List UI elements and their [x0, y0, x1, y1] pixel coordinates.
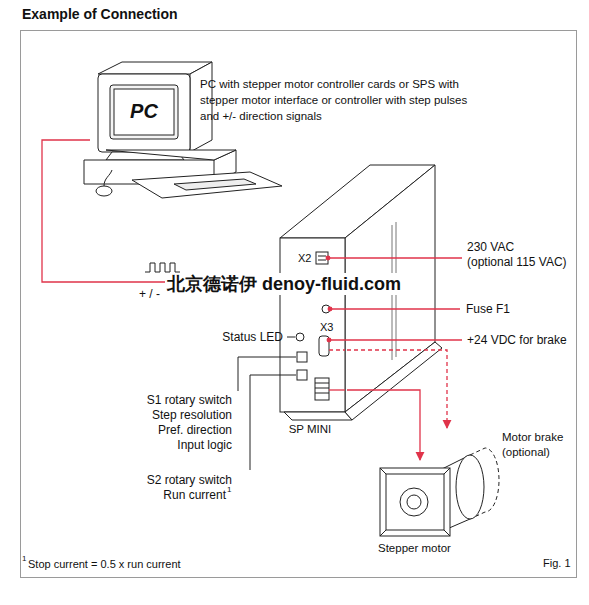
signal-wire — [347, 350, 447, 428]
signal-wire — [347, 390, 420, 460]
device-node: SP MINI — [275, 236, 347, 439]
motor-illustration — [380, 448, 499, 536]
switch-label: S2 rotary switch — [147, 473, 232, 488]
brake-label: Motor brake (optional) — [502, 430, 576, 460]
connector-label: X3 — [320, 320, 333, 335]
switch-label: Pref. direction — [158, 423, 232, 438]
signal-wire — [42, 140, 275, 282]
pulse-symbol — [145, 263, 180, 272]
fuse-label: Fuse F1 — [466, 302, 510, 317]
figure-title: Example of Connection — [22, 5, 178, 23]
switch-label: Step resolution — [152, 408, 232, 423]
switch-label: S1 rotary switch — [147, 393, 232, 408]
leader-line — [238, 337, 296, 470]
connector-label: X2 — [298, 251, 311, 266]
supply-label: 230 VAC — [467, 240, 514, 255]
motor-node: Stepper motor — [372, 460, 492, 558]
supply-label: (optional 115 VAC) — [467, 255, 567, 270]
brake-node: Motor brake (optional) — [440, 428, 578, 468]
screen-label: PC — [114, 100, 174, 122]
device-name: SP MINI — [275, 422, 345, 437]
status-label: Status LED — [222, 330, 283, 345]
pc-node: PC PC with stepper motor controller cards… — [90, 62, 487, 200]
footnote-text: Stop current = 0.5 x run current — [28, 557, 181, 572]
motor-label: Stepper motor — [378, 541, 478, 556]
footnote-mark: 1 — [227, 485, 231, 495]
figure-caption: Fig. 1 — [543, 556, 571, 571]
switch-label: Input logic — [177, 438, 232, 453]
brake-supply-label: +24 VDC for brake — [467, 333, 567, 348]
switch-label: Run current — [163, 488, 226, 503]
footnote-mark: 1 — [22, 554, 26, 564]
figure-frame — [21, 31, 577, 578]
pc-description: PC with stepper motor controller cards o… — [200, 76, 485, 124]
watermark: 北京德诺伊 denoy-fluid.com — [165, 273, 403, 295]
signal-label: + / - — [139, 287, 160, 302]
